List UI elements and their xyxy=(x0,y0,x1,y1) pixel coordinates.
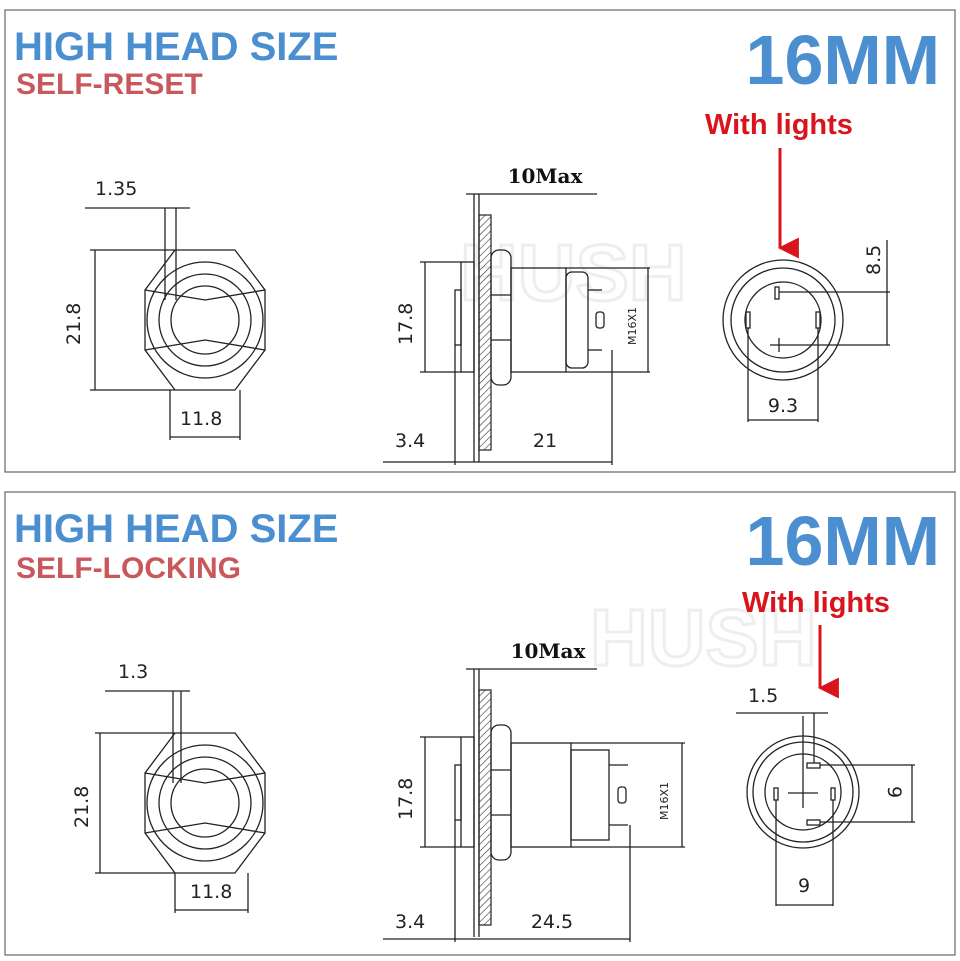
panel-title: HIGH HEAD SIZE xyxy=(14,507,338,551)
dim-top: 1.3 xyxy=(118,661,148,683)
rear-view: 1.5 9 9 xyxy=(736,685,915,906)
dim-height: 21.8 xyxy=(63,303,85,345)
dim-bottom: 11.8 xyxy=(190,881,232,903)
dim-length: 24.5 xyxy=(531,911,573,933)
lights-label: With lights xyxy=(742,587,890,619)
dim-left: 3.4 xyxy=(395,911,425,933)
rear-view: 8.5 9.3 xyxy=(722,240,890,422)
dim-max: 10Max xyxy=(511,639,587,663)
dim-vertical: 8.5 xyxy=(863,245,885,275)
dim-horizontal: 9 xyxy=(798,875,810,897)
dim-bottom: 11.8 xyxy=(180,408,222,430)
thread-label: M16X1 xyxy=(626,307,639,345)
panel-title: HIGH HEAD SIZE xyxy=(14,25,338,69)
front-view: 1.3 21.8 11.8 xyxy=(71,661,266,913)
dim-height: 21.8 xyxy=(71,786,93,828)
dim-left: 3.4 xyxy=(395,430,425,452)
dim-top: 1.35 xyxy=(95,178,137,200)
panel-self-locking: HUSH HIGH HEAD SIZE SELF-LOCKING 16MM Wi… xyxy=(4,491,956,956)
lights-label: With lights xyxy=(705,109,853,141)
dim-horizontal: 9.3 xyxy=(768,395,798,417)
front-view: 1.35 21.8 11.8 xyxy=(63,178,266,440)
panel-subtitle: SELF-RESET xyxy=(16,68,203,101)
dim-length: 21 xyxy=(533,430,557,452)
thread-label: M16X1 xyxy=(658,782,671,820)
dim-max: 10Max xyxy=(508,164,584,188)
panel-subtitle: SELF-LOCKING xyxy=(16,552,241,585)
side-view: 10Max 17.8 M16X1 3.4 24.5 xyxy=(383,639,685,942)
size-label: 16MM xyxy=(746,502,940,580)
side-view: 10Max 17.8 M16X1 3.4 21 xyxy=(383,164,650,465)
dim-vertical: 9 xyxy=(883,786,905,798)
dim-height: 17.8 xyxy=(395,778,417,820)
dim-height: 17.8 xyxy=(395,303,417,345)
dim-top: 1.5 xyxy=(748,685,778,707)
size-label: 16MM xyxy=(746,21,940,99)
watermark: HUSH xyxy=(590,593,817,682)
panel-self-reset: HUSH HIGH HEAD SIZE SELF-RESET 16MM With… xyxy=(4,9,956,473)
